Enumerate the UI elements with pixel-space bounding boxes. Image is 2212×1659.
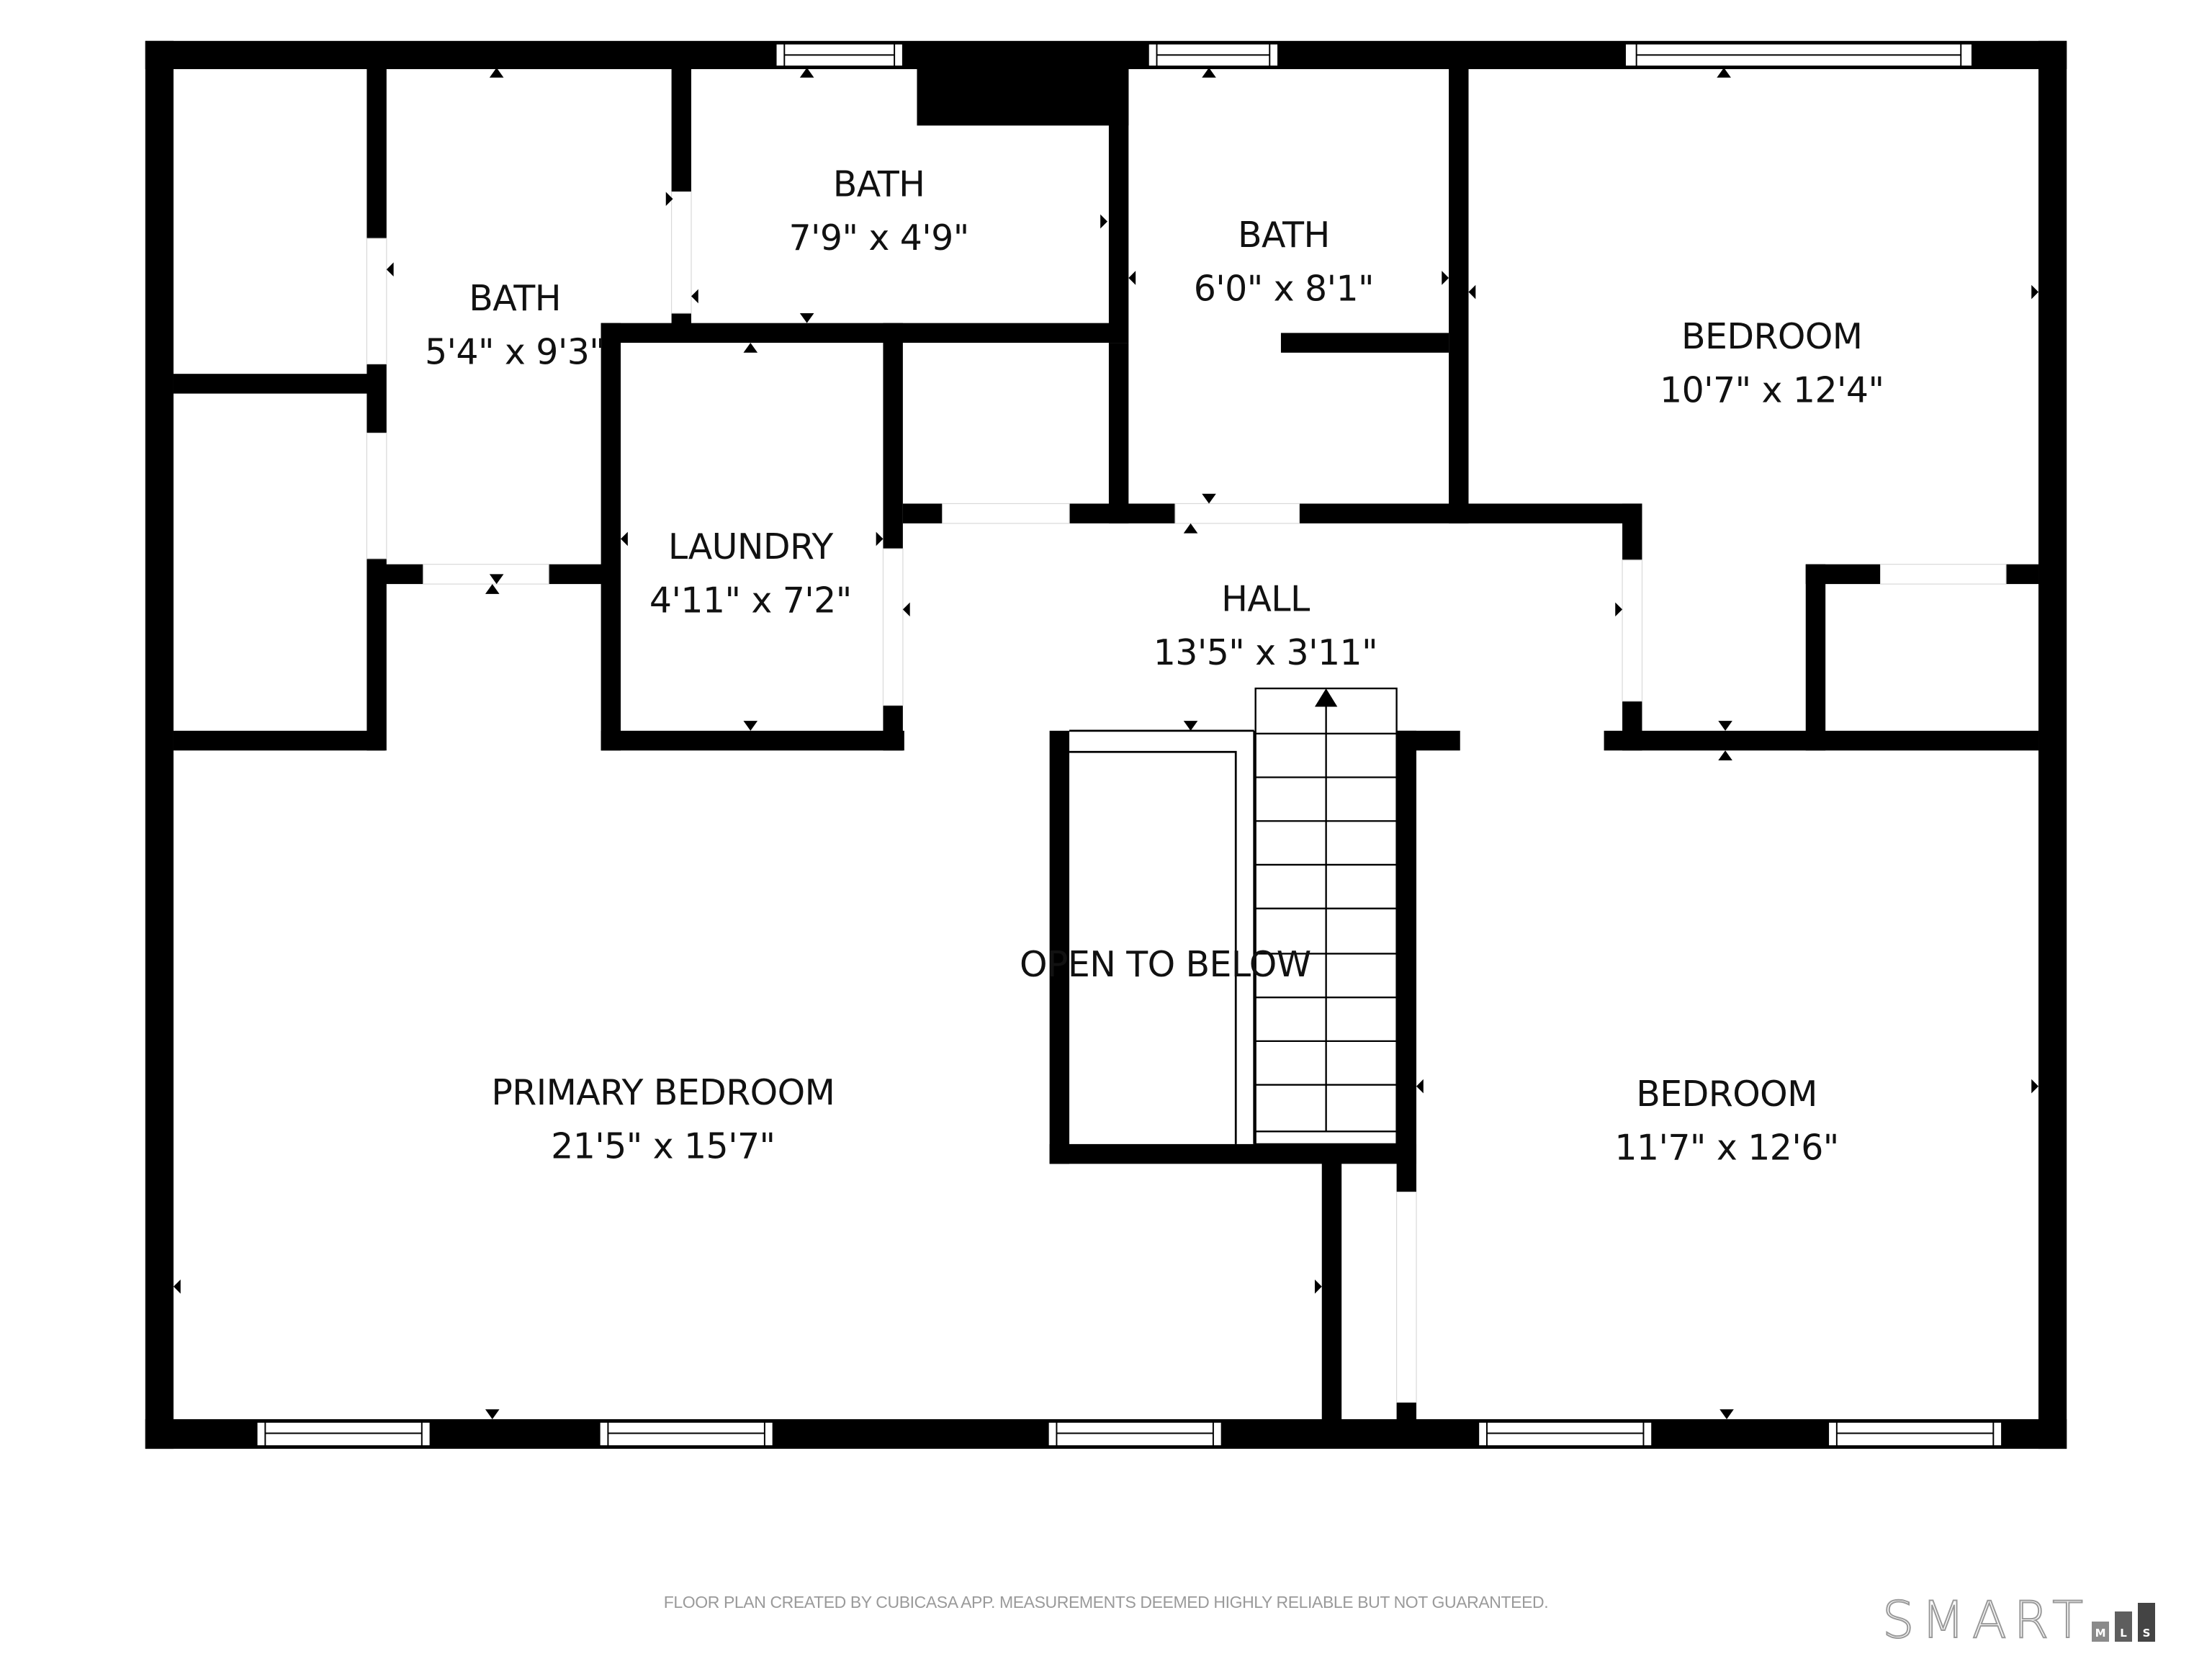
room-hall-dimensions: 13'5" x 3'11" [1154,632,1377,673]
room-primary-bedroom-dimensions: 21'5" x 15'7" [551,1125,775,1166]
windows [256,42,2003,1447]
room-bedroom-2-name: BEDROOM [1636,1074,1817,1115]
room-primary-bedroom-name: PRIMARY BEDROOM [491,1072,835,1113]
window-top-bath2 [775,42,904,68]
logo-bar-l: L [2115,1611,2133,1642]
window-bottom-5 [1827,1421,2003,1447]
room-hall-name: HALL [1221,578,1310,619]
room-bath-3-name: BATH [1238,215,1330,256]
logo-bar-s: S [2138,1603,2156,1642]
door-openings [366,191,2007,1403]
window-bottom-3 [1047,1421,1223,1447]
logo-bar-m: M [2092,1622,2110,1642]
room-bedroom-1-dimensions: 10'7" x 12'4" [1660,369,1884,410]
room-bedroom-1-name: BEDROOM [1681,316,1863,357]
smartmls-logo: SMART M L S [1881,1591,2156,1650]
staircase [1254,687,1398,1146]
stairs-up-arrow-icon [1314,688,1338,707]
room-bath-1-dimensions: 5'4" x 9'3" [425,331,605,372]
room-bath-2-name: BATH [833,163,925,204]
room-open-to-below-name: OPEN TO BELOW [1020,944,1311,985]
window-top-bedroom [1624,42,1973,68]
room-laundry-dimensions: 4'11" x 7'2" [649,580,852,621]
dimension-markers [173,68,2039,1419]
window-bottom-2 [598,1421,774,1447]
logo-wordmark: SMART [1881,1591,2091,1650]
floor-plan-disclaimer: FLOOR PLAN CREATED BY CUBICASA APP. MEAS… [663,1593,1549,1611]
room-bath-2-dimensions: 7'9" x 4'9" [788,217,968,258]
walls [145,40,2067,1449]
window-bottom-1 [256,1421,431,1447]
room-labels: BATH 5'4" x 9'3" BATH 7'9" x 4'9" BATH 6… [425,163,1884,1168]
room-laundry-name: LAUNDRY [668,526,833,567]
window-top-bath3 [1147,42,1279,68]
room-bath-3-dimensions: 6'0" x 8'1" [1194,268,1374,309]
room-bedroom-2-dimensions: 11'7" x 12'6" [1614,1127,1838,1168]
window-bottom-4 [1478,1421,1653,1447]
open-to-below-railing [1069,729,1256,1144]
logo-bars: M L S [2092,1603,2156,1642]
room-bath-1-name: BATH [469,278,561,319]
